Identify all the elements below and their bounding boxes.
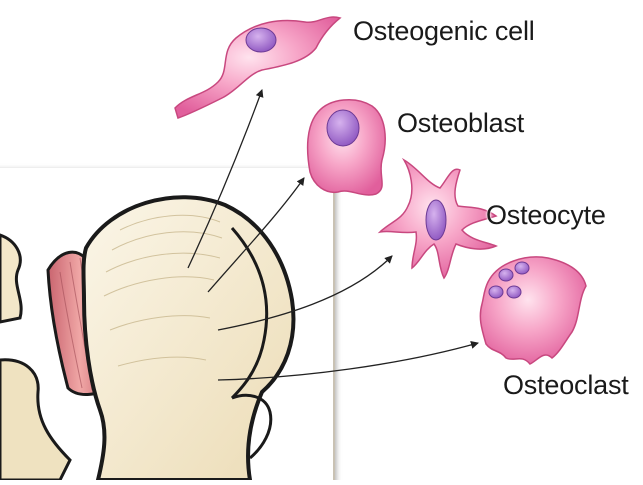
osteogenic-nucleus	[246, 28, 276, 52]
osteocyte-nucleus	[426, 200, 446, 240]
label-osteocyte: Osteocyte	[486, 202, 606, 229]
osteoblast-cell	[308, 100, 386, 195]
osteocyte-cell	[380, 160, 496, 278]
label-osteogenic-cell: Osteogenic cell	[353, 18, 535, 45]
label-osteoblast: Osteoblast	[397, 110, 524, 137]
osteoblast-nucleus	[327, 110, 359, 146]
label-osteoclast: Osteoclast	[503, 372, 629, 399]
osteoclast-cell	[480, 257, 586, 364]
